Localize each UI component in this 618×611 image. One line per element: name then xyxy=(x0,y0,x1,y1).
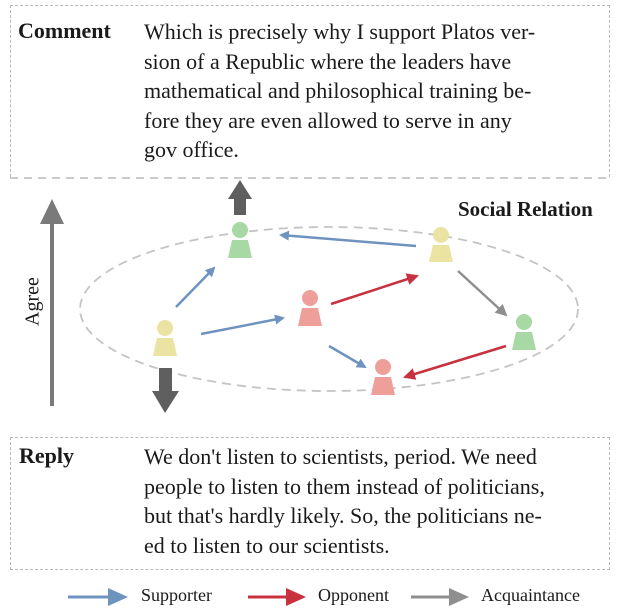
reply-box xyxy=(10,437,610,570)
legend-opponent-arrow xyxy=(248,588,306,606)
person-icon-green-right xyxy=(512,314,536,350)
social-relation-title: Social Relation xyxy=(458,197,593,221)
comment-text: Which is precisely why I support Platos … xyxy=(144,19,536,162)
reply-text: We don't listen to scientists, period. W… xyxy=(144,444,545,558)
agree-axis-label: Agree xyxy=(21,277,44,326)
person-icon-yellow-right xyxy=(429,227,453,262)
legend-acquaintance-label: Acquaintance xyxy=(481,585,580,605)
legend-opponent-label: Opponent xyxy=(318,585,389,605)
up-arrow-icon xyxy=(228,180,252,215)
opponent-edge xyxy=(403,344,507,380)
opponent-edge xyxy=(330,273,419,306)
person-icon-red-bottom xyxy=(371,359,395,395)
supporter-edge xyxy=(175,266,216,308)
legend-supporter-label: Supporter xyxy=(141,585,212,605)
person-icon-yellow-left xyxy=(153,320,177,356)
supporter-edge xyxy=(328,344,367,369)
comment-label: Comment xyxy=(18,18,111,43)
supporter-edge xyxy=(200,314,285,336)
relation-ellipse xyxy=(79,226,579,392)
comment-box xyxy=(10,5,610,177)
down-arrow-icon xyxy=(152,368,179,413)
person-icon-green-top xyxy=(228,222,252,258)
legend-acquaintance-arrow xyxy=(411,588,469,606)
reply-label: Reply xyxy=(19,443,74,468)
agree-axis-arrow xyxy=(40,199,64,406)
person-icon-red-center xyxy=(298,290,322,326)
legend-supporter-arrow xyxy=(68,588,128,606)
supporter-edge xyxy=(279,230,417,248)
acquaintance-edge xyxy=(457,270,508,317)
